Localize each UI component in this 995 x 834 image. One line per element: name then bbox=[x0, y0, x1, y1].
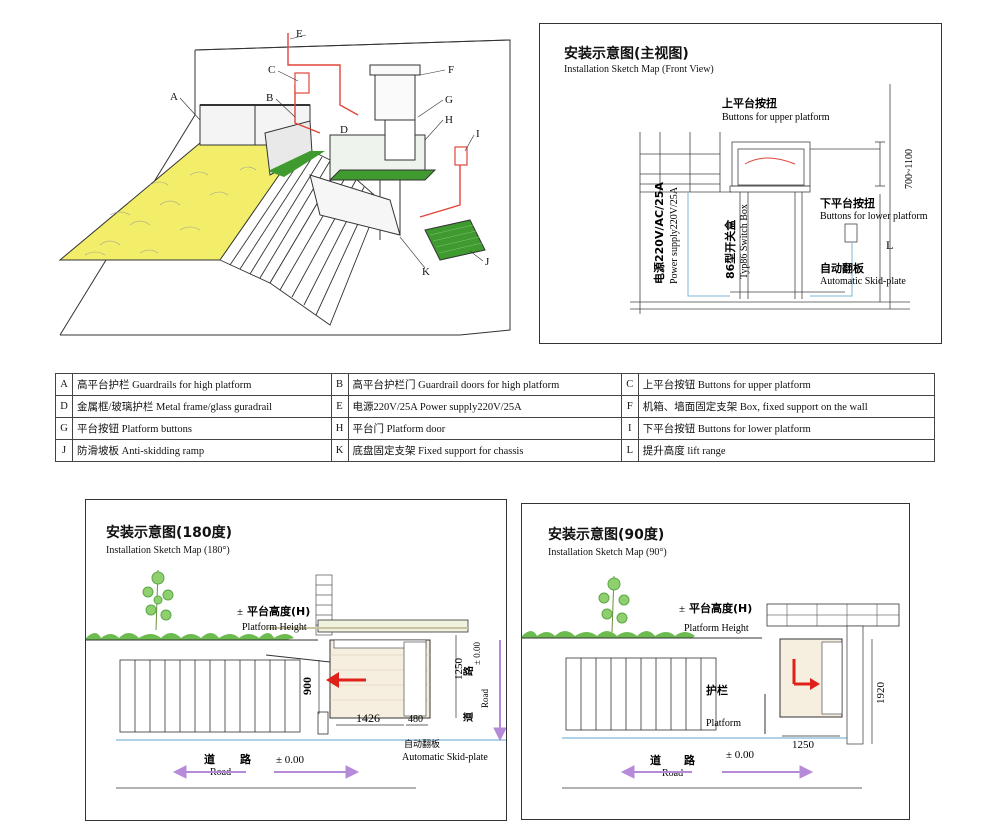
legend-text: 电源220V/25A Power supply220V/25A bbox=[347, 395, 622, 418]
guard-cn-90: 护栏 bbox=[706, 683, 728, 697]
map-180-panel: 安装示意图(180度) Installation Sketch Map (180… bbox=[85, 499, 507, 821]
platform-height-cn-180: 平台高度(H) bbox=[247, 604, 310, 618]
lower-button-en: Buttons for lower platform bbox=[820, 211, 928, 222]
side-road-cn2-180: 路 bbox=[462, 665, 475, 676]
front-view-title-en: Installation Sketch Map (Front View) bbox=[564, 64, 714, 75]
legend-key: K bbox=[330, 439, 349, 462]
callout-b: B bbox=[266, 92, 273, 104]
legend-text: 底盘固定支架 Fixed support for chassis bbox=[347, 439, 622, 462]
side-road-cn-180: 道 bbox=[462, 712, 475, 722]
map-90-title-en: Installation Sketch Map (90°) bbox=[548, 547, 667, 558]
legend-text: 金属框/玻璃护栏 Metal frame/glass guradrail bbox=[72, 395, 332, 418]
legend-row: A 高平台护栏 Guardrails for high platform B 高… bbox=[55, 373, 936, 396]
legend-key: F bbox=[620, 395, 639, 418]
legend-text: 平台门 Platform door bbox=[347, 417, 622, 440]
legend-key: G bbox=[55, 417, 73, 440]
legend-key: E bbox=[330, 395, 349, 418]
callout-d: D bbox=[340, 124, 348, 136]
dim-l: L bbox=[886, 238, 893, 252]
anti-skid-ramp bbox=[424, 219, 486, 261]
map-180-title-cn: 安装示意图(180度) bbox=[106, 525, 233, 541]
callout-c: C bbox=[268, 64, 275, 76]
front-view-title-cn: 安装示意图(主视图) bbox=[564, 46, 689, 62]
map-90-panel: 安装示意图(90度) Installation Sketch Map (90°) bbox=[521, 503, 910, 820]
platform-height-en-90: Platform Height bbox=[684, 623, 749, 634]
power-en: Power supply220V/25A bbox=[669, 186, 680, 284]
legend-text: 高平台护栏 Guardrails for high platform bbox=[72, 373, 332, 396]
upper-button-cn: 上平台按扭 bbox=[722, 96, 777, 110]
road-cn-2-180: 路 bbox=[240, 752, 252, 766]
guard-en-90: Platform bbox=[706, 718, 741, 729]
skid-plate-cn: 自动翻板 bbox=[820, 261, 865, 275]
legend-text: 防滑坡板 Anti-skidding ramp bbox=[72, 439, 332, 462]
legend-key: C bbox=[620, 373, 639, 396]
legend-table: A 高平台护栏 Guardrails for high platform B 高… bbox=[55, 373, 936, 462]
callout-f: F bbox=[448, 64, 454, 76]
legend-key: D bbox=[55, 395, 73, 418]
legend-key: A bbox=[55, 373, 73, 396]
skid-en-180: Automatic Skid-plate bbox=[402, 752, 488, 763]
callout-j: J bbox=[485, 256, 490, 268]
lower-button-cn: 下平台按扭 bbox=[820, 196, 875, 210]
side-zero-180: ± 0.00 bbox=[472, 642, 482, 665]
legend-key: B bbox=[330, 373, 349, 396]
callout-a: A bbox=[170, 91, 178, 103]
legend-text: 平台按钮 Platform buttons bbox=[72, 417, 332, 440]
front-view-panel: 安装示意图(主视图) Installation Sketch Map (Fron… bbox=[539, 23, 942, 344]
dim-1250-90: 1250 bbox=[792, 739, 815, 751]
zero-180: ± 0.00 bbox=[276, 754, 305, 766]
map-90-title-cn: 安装示意图(90度) bbox=[548, 527, 665, 543]
road-cn-1-90: 道 bbox=[650, 753, 661, 767]
dim-range: 700~1100 bbox=[904, 149, 915, 189]
legend-key: J bbox=[55, 439, 73, 462]
legend-text: 下平台按钮 Buttons for lower platform bbox=[637, 417, 936, 440]
side-road-en-180: Road bbox=[480, 689, 490, 708]
platform-height-en-180: Platform Height bbox=[242, 622, 307, 633]
isometric-drawing: A B C D E F G H I J K bbox=[58, 28, 511, 336]
zero-90: ± 0.00 bbox=[726, 749, 755, 761]
dim-900: 900 bbox=[300, 677, 314, 695]
skid-cn-180: 自动翻板 bbox=[404, 738, 440, 750]
upper-button-en: Buttons for upper platform bbox=[722, 112, 830, 123]
dim-1920: 1920 bbox=[875, 682, 887, 705]
dim-1250-180: 1250 bbox=[453, 658, 465, 681]
skid-plate-en: Automatic Skid-plate bbox=[820, 276, 906, 287]
callout-g: G bbox=[445, 94, 453, 106]
legend-row: J 防滑坡板 Anti-skidding ramp K 底盘固定支架 Fixed… bbox=[55, 439, 936, 462]
switch-en: Typ86 Switch Box bbox=[739, 204, 750, 279]
plus-minus-180: ± bbox=[237, 606, 243, 618]
legend-text: 高平台护栏门 Guardrail doors for high platform bbox=[347, 373, 622, 396]
road-en-90: Road bbox=[662, 768, 683, 779]
legend-key: I bbox=[620, 417, 639, 440]
callout-e: E bbox=[296, 28, 303, 40]
road-cn-2-90: 路 bbox=[684, 753, 696, 767]
legend-key: L bbox=[620, 439, 639, 462]
callout-i: I bbox=[476, 128, 480, 140]
platform-height-cn-90: 平台高度(H) bbox=[689, 601, 752, 615]
dim-1426: 1426 bbox=[356, 711, 380, 725]
callout-h: H bbox=[445, 114, 453, 126]
road-cn-1-180: 道 bbox=[204, 752, 215, 766]
legend-text: 机箱、墙面固定支架 Box, fixed support on the wall bbox=[637, 395, 936, 418]
callout-k: K bbox=[422, 266, 430, 278]
map-90-drawing: ± 平台高度(H) Platform Height 1920 1250 护栏 P… bbox=[522, 575, 900, 789]
legend-key: H bbox=[330, 417, 349, 440]
map-180-drawing: ± 平台高度(H) Platform Height 900 1250 1426 … bbox=[86, 569, 506, 789]
legend-row: D 金属框/玻璃护栏 Metal frame/glass guradrail E… bbox=[55, 395, 936, 418]
legend-text: 上平台按钮 Buttons for upper platform bbox=[637, 373, 936, 396]
power-cn: 电源220V/AC/25A bbox=[652, 182, 666, 284]
plus-minus-90: ± bbox=[679, 603, 685, 615]
front-view-drawing: 上平台按扭 Buttons for upper platform 下平台按扭 B… bbox=[630, 84, 928, 314]
legend-row: G 平台按钮 Platform buttons H 平台门 Platform d… bbox=[55, 417, 936, 440]
switch-cn: 86型开关盒 bbox=[723, 219, 737, 279]
legend-text: 提升高度 lift range bbox=[637, 439, 936, 462]
map-180-title-en: Installation Sketch Map (180°) bbox=[106, 545, 230, 556]
dim-480: 480 bbox=[408, 714, 423, 725]
